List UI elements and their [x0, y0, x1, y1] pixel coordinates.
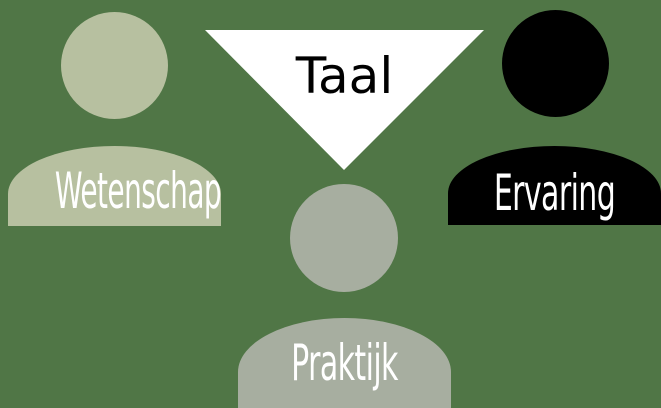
taal-triangle-shape [205, 30, 484, 170]
wetenschap-label: Wetenschap [54, 162, 221, 220]
wetenschap-person-head [61, 12, 168, 119]
wetenschap-person-body: Wetenschap [8, 146, 221, 226]
ervaring-label: Ervaring [493, 164, 616, 222]
praktijk-person-body: Praktijk [238, 318, 451, 408]
praktijk-person-head [290, 184, 398, 292]
taal-label: Taal [295, 47, 394, 105]
praktijk-label: Praktijk [291, 334, 398, 392]
ervaring-person-body: Ervaring [448, 146, 661, 225]
ervaring-person-head [502, 10, 609, 117]
